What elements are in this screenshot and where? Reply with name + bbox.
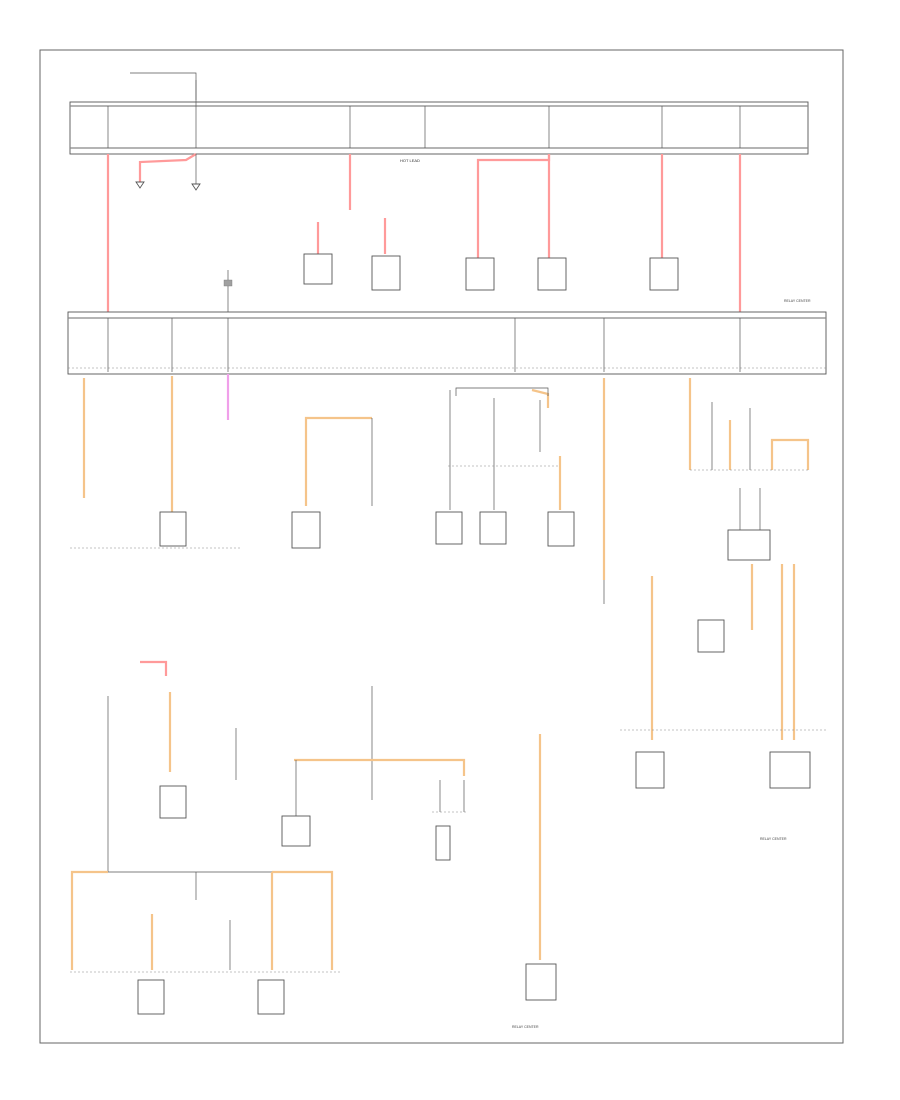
hot-lead-label: HOT LEAD bbox=[400, 158, 420, 163]
relay-center-label-bottom: RELAY CENTER bbox=[512, 1025, 539, 1029]
pink-wire bbox=[223, 270, 233, 420]
lower-middle-section bbox=[281, 686, 468, 861]
red-wires-top bbox=[106, 153, 742, 318]
relay-center-fuse-bar: RELAY CENTER bbox=[67, 299, 827, 375]
upper-components bbox=[303, 218, 679, 291]
relay-center-label-right: RELAY CENTER bbox=[760, 837, 787, 841]
orange-middle-section bbox=[291, 387, 575, 549]
hot-lead-taps bbox=[107, 106, 741, 148]
hot-lead-fuse-block: HOT LEAD bbox=[69, 101, 809, 163]
lower-left-section bbox=[70, 660, 340, 1015]
lower-orange-mid-right: RELAY CENTER bbox=[512, 734, 557, 1029]
battery-feed bbox=[130, 72, 197, 106]
relay-center-label-top: RELAY CENTER bbox=[784, 299, 811, 303]
ground-symbols-top bbox=[135, 181, 201, 191]
orange-feeds-left bbox=[70, 376, 240, 549]
right-relay-section: RELAY CENTER bbox=[620, 378, 826, 841]
diagram-frame bbox=[39, 49, 844, 1044]
